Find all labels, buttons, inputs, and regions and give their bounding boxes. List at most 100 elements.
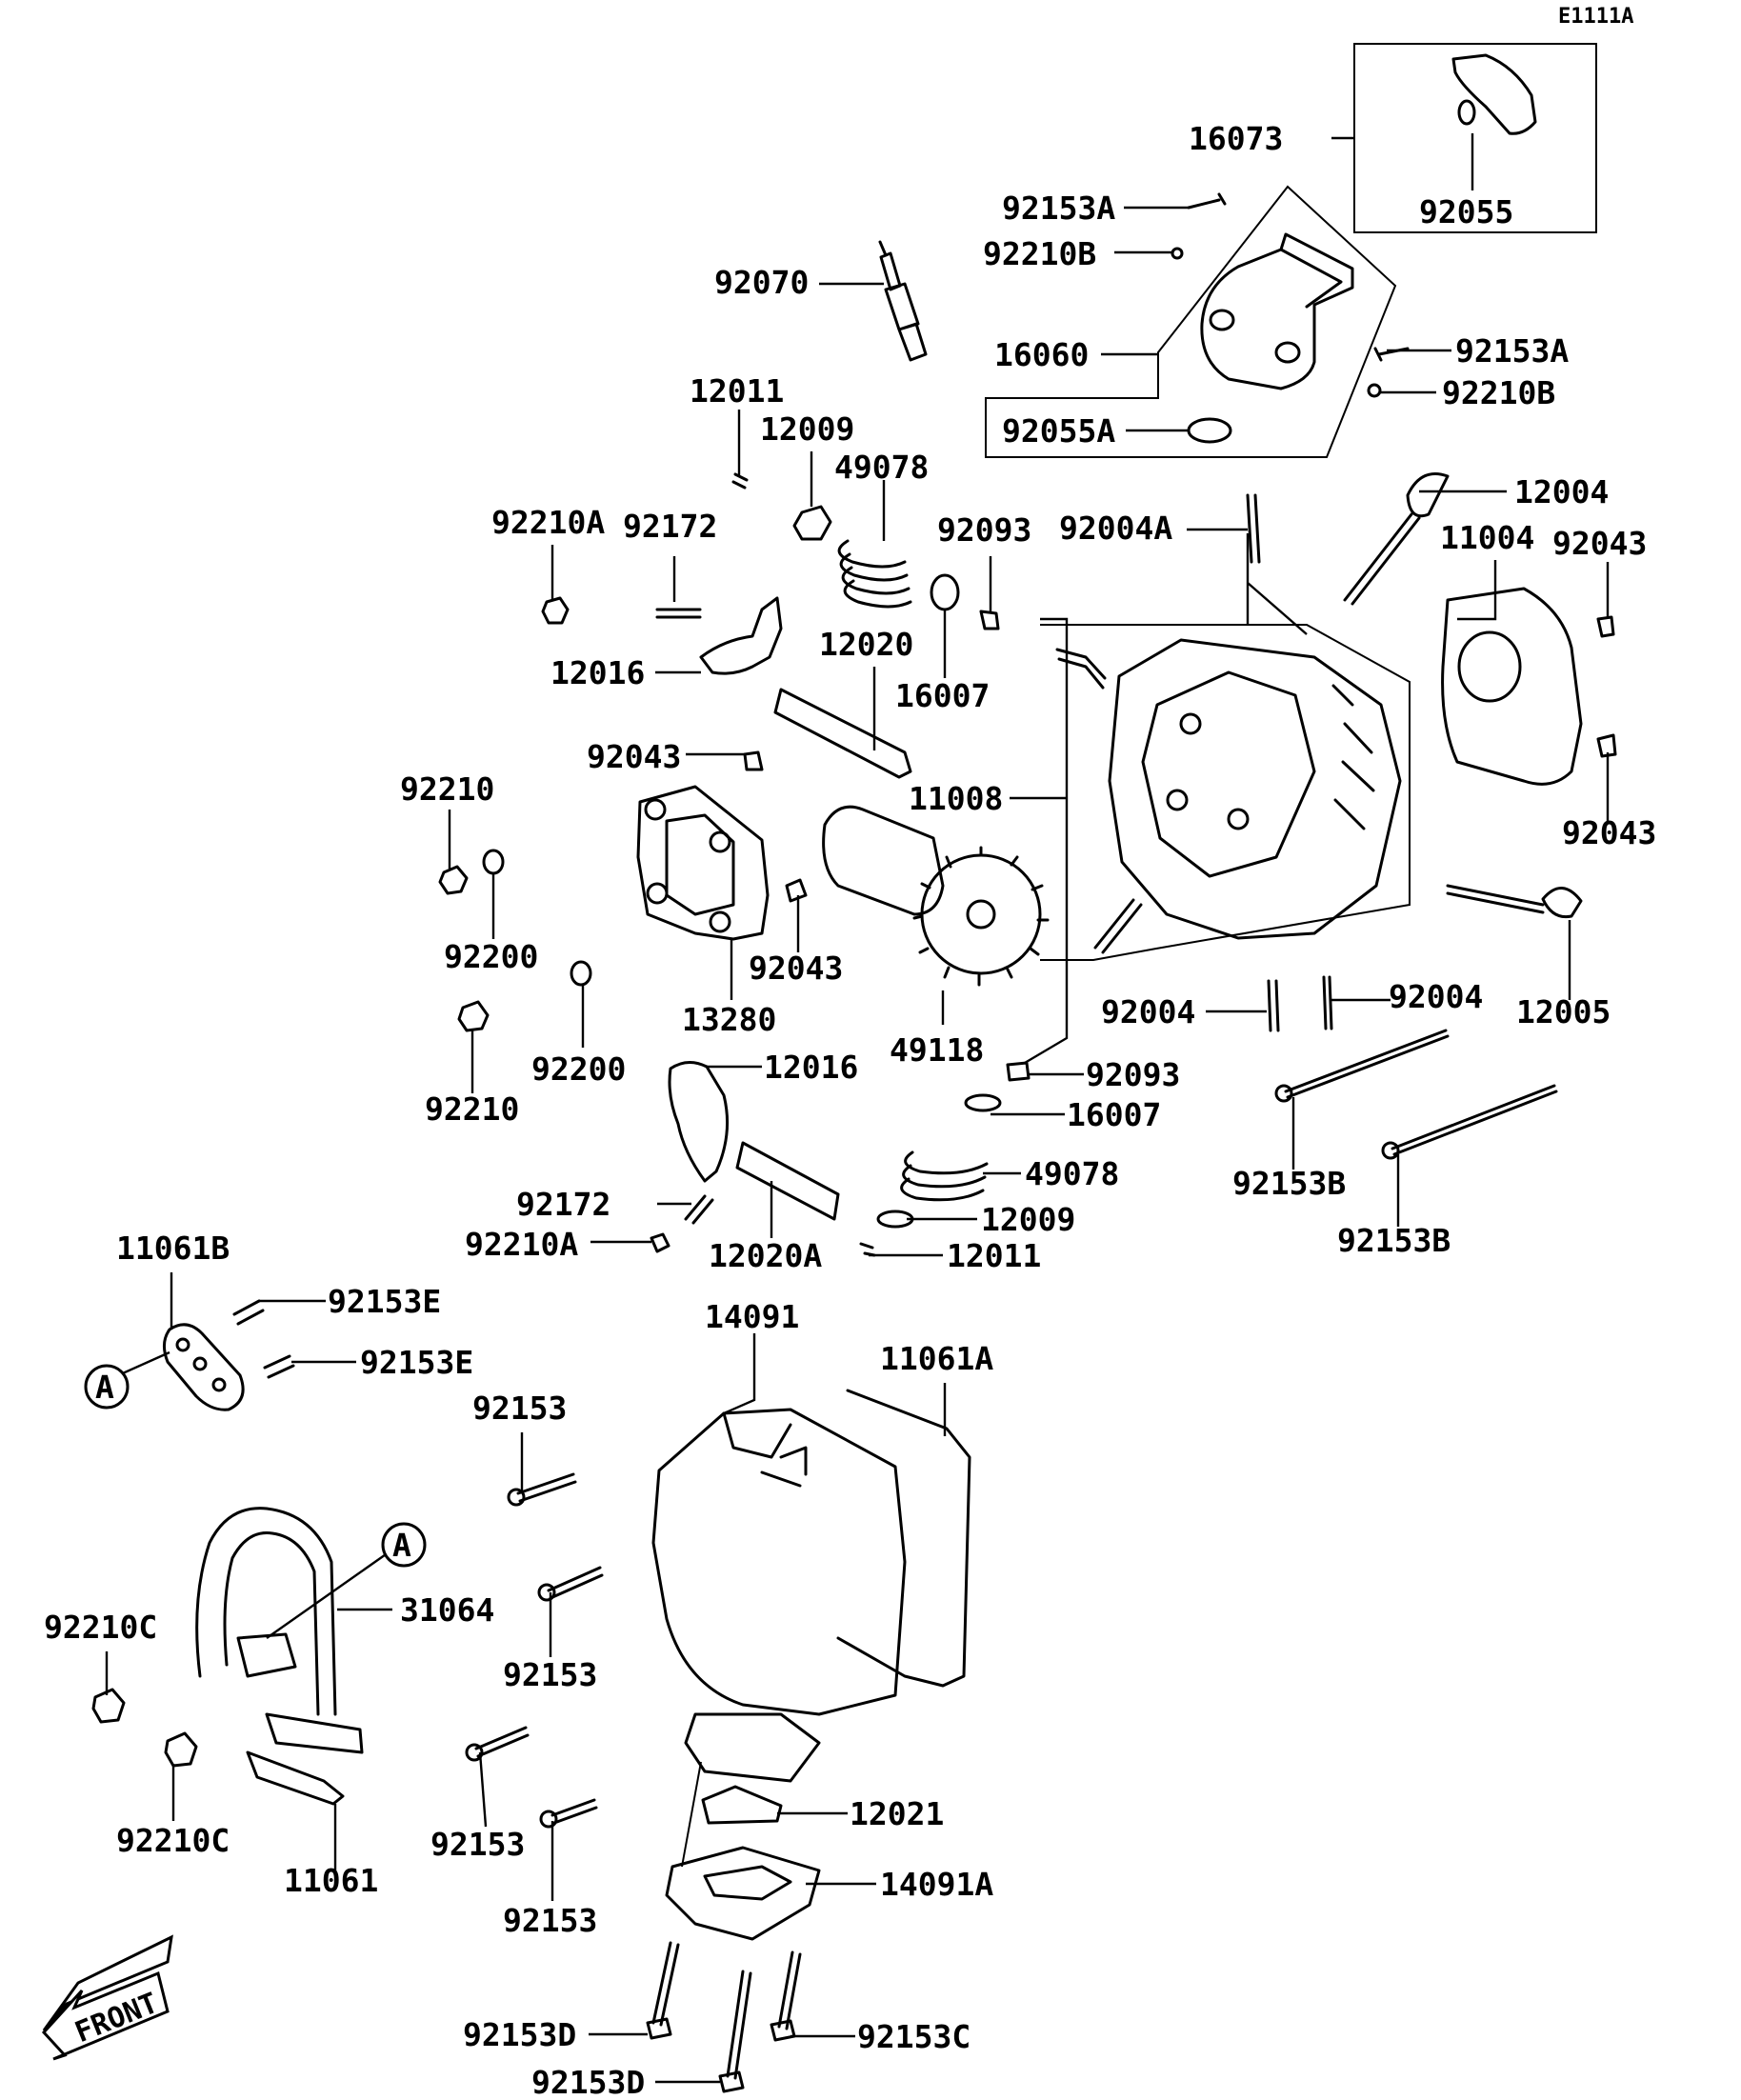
head-cover-14091 xyxy=(651,1408,907,1716)
label-92043-1: 92043 xyxy=(1552,525,1647,562)
diagram-id: E1111A xyxy=(1558,5,1633,29)
intake-spacer-16073 xyxy=(1451,53,1537,135)
label-92153-2: 92153 xyxy=(503,1656,597,1693)
label-11008: 11008 xyxy=(909,780,1003,817)
head-bolt-hole-1 xyxy=(1166,789,1189,811)
holder-hole-3 xyxy=(646,882,669,905)
valve-guide-top xyxy=(1055,648,1107,690)
seal-92093-top xyxy=(979,610,1000,630)
valve-12004 xyxy=(1343,472,1450,606)
cover-14091A-inner xyxy=(703,1865,792,1901)
cylinder-head-fins xyxy=(1331,684,1375,830)
spark-plug-92070 xyxy=(879,251,928,362)
label-92153A-2: 92153A xyxy=(1455,332,1569,370)
plate-11061B xyxy=(163,1323,245,1411)
label-12005: 12005 xyxy=(1516,993,1611,1030)
label-92153B-2: 92153B xyxy=(1337,1222,1451,1259)
label-92055A: 92055A xyxy=(1002,412,1115,450)
label-49118: 49118 xyxy=(890,1031,984,1069)
bolt-92153D-2 xyxy=(726,1970,752,2080)
head-cover-lower-flange xyxy=(684,1712,821,1783)
bolt-92153B-2-head xyxy=(1381,1141,1400,1160)
front-arrow xyxy=(41,1934,173,2061)
bolt-92153-4-head xyxy=(539,1810,558,1829)
label-92043-4: 92043 xyxy=(749,950,843,987)
intake-pipe-hole-2 xyxy=(1274,341,1301,364)
label-12016-2: 12016 xyxy=(764,1049,858,1086)
label-92153B-1: 92153B xyxy=(1232,1165,1346,1202)
label-92210A-1: 92210A xyxy=(491,504,605,541)
camshaft-holder-13280 xyxy=(636,785,770,941)
label-92043-3: 92043 xyxy=(1562,814,1656,851)
label-12011-1: 12011 xyxy=(690,372,784,410)
rocker-arm-12016-top xyxy=(699,596,783,675)
label-14091: 14091 xyxy=(705,1298,799,1335)
label-92210C-1: 92210C xyxy=(44,1609,157,1646)
label-11004: 11004 xyxy=(1440,519,1534,556)
plate-hole-2 xyxy=(192,1356,208,1371)
label-92210B-2: 92210B xyxy=(1442,374,1555,411)
label-92043-2: 92043 xyxy=(587,738,681,775)
washer-92200-bottom xyxy=(570,960,592,987)
head-bolt-hole-2 xyxy=(1227,808,1250,830)
label-92153D-2: 92153D xyxy=(531,2064,645,2100)
stud-92004-right xyxy=(1322,975,1333,1030)
spark-plug-tip xyxy=(878,240,888,257)
nut-92210A-top xyxy=(541,596,570,625)
seal-92093-bottom xyxy=(1006,1061,1031,1082)
label-92200-1: 92200 xyxy=(444,938,538,975)
cotter-12011-top xyxy=(731,472,749,490)
label-31064: 31064 xyxy=(400,1591,494,1629)
label-92172-1: 92172 xyxy=(623,508,717,545)
label-92153E-1: 92153E xyxy=(328,1283,441,1320)
bolt-92153-2 xyxy=(547,1566,604,1600)
label-12016-1: 12016 xyxy=(550,654,645,691)
washer-92200-top xyxy=(482,849,505,875)
callout-a-1: A xyxy=(95,1369,114,1406)
collar-12009-top xyxy=(792,505,832,541)
label-92153C: 92153C xyxy=(857,2018,971,2055)
head-bolt-hole-3 xyxy=(1179,712,1202,735)
stud-92004A xyxy=(1246,493,1261,564)
gasket-bore xyxy=(1457,630,1522,703)
label-92153-4: 92153 xyxy=(503,1902,597,1939)
intake-pipe-16060 xyxy=(1200,232,1354,390)
gasket-11061 xyxy=(246,1750,345,1806)
label-92004-1: 92004 xyxy=(1101,993,1195,1030)
cylinder-head-11008 xyxy=(1108,638,1402,940)
bolt-92153-2-head xyxy=(537,1583,556,1602)
head-cover-top xyxy=(722,1411,792,1459)
screw-92172-top xyxy=(655,608,702,619)
cover-12021 xyxy=(701,1785,783,1825)
callout-circle-a-2 xyxy=(381,1522,427,1568)
label-12011-2: 12011 xyxy=(947,1237,1041,1274)
pipe-31064-flange xyxy=(265,1712,364,1754)
label-92055: 92055 xyxy=(1419,193,1513,230)
bolt-92153B-1-head xyxy=(1274,1084,1293,1103)
label-11061B: 11061B xyxy=(116,1230,230,1267)
label-12020A: 12020A xyxy=(709,1237,822,1274)
label-92153-3: 92153 xyxy=(430,1826,525,1863)
nut-92210B-top xyxy=(1171,247,1184,260)
valve-12005 xyxy=(1446,884,1583,919)
label-12004: 12004 xyxy=(1514,473,1609,510)
label-14091A: 14091A xyxy=(880,1866,993,1903)
bolt-92153A-top xyxy=(1187,192,1227,210)
cylinder-head-chamber xyxy=(1141,670,1316,878)
intake-pipe-hole xyxy=(1209,309,1235,331)
rocker-arm-12016-bottom xyxy=(668,1061,730,1183)
label-92153-1: 92153 xyxy=(472,1390,567,1427)
valve-spring-49078-bottom xyxy=(900,1150,989,1202)
intake-pipe-flange xyxy=(1279,248,1343,309)
cover-14091A xyxy=(665,1846,821,1941)
retainer-16007-top xyxy=(930,573,960,611)
bolt-92153-1-head xyxy=(507,1488,526,1507)
label-12020: 12020 xyxy=(819,626,913,663)
label-92004-2: 92004 xyxy=(1389,978,1483,1015)
bolt-92153E-2 xyxy=(263,1354,295,1379)
valve-spring-49078-top xyxy=(837,539,912,609)
label-16060: 16060 xyxy=(994,336,1089,373)
cap-92210C-1 xyxy=(91,1688,126,1724)
cylinder-head-outline-box xyxy=(1040,624,1411,961)
